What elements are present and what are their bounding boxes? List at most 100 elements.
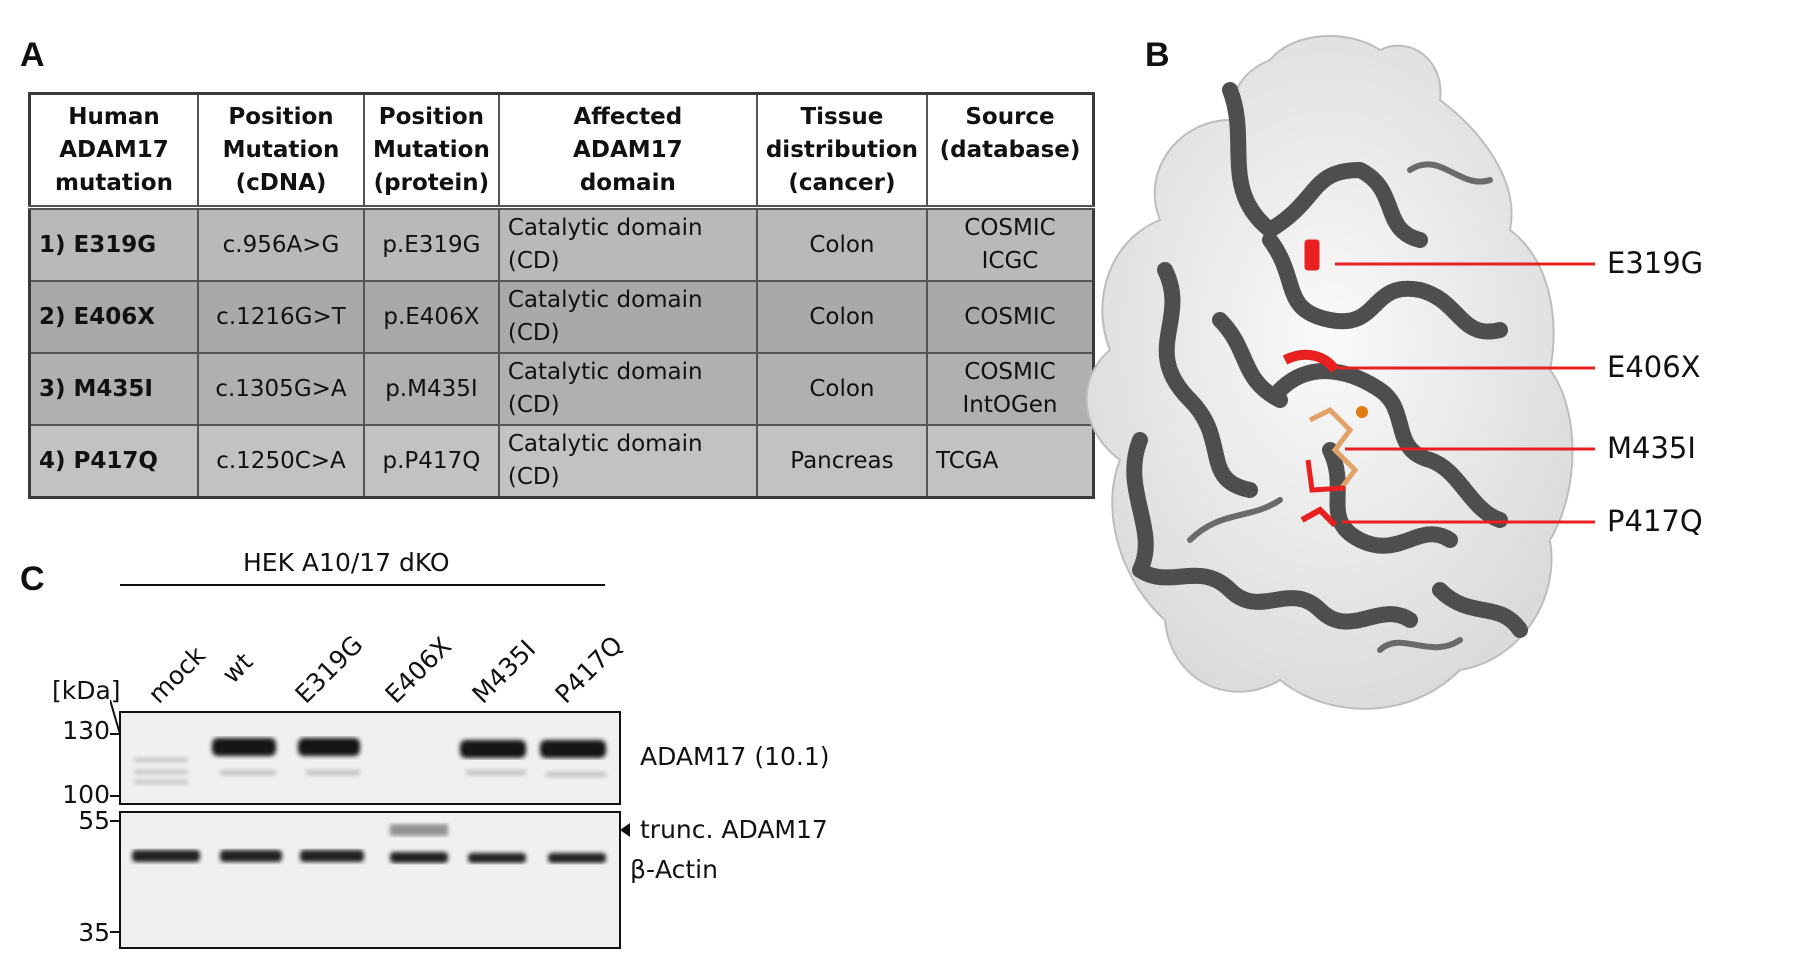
source-line: COSMIC	[964, 359, 1056, 385]
cell-source: TCGA	[926, 424, 1095, 499]
header-text: Human	[68, 104, 160, 130]
cell-cdna: c.1216G>T	[197, 280, 365, 354]
cell-cdna: c.1305G>A	[197, 352, 365, 426]
domain-line: (CD)	[507, 320, 560, 346]
cell-cdna: c.1250C>A	[197, 424, 365, 499]
band-label-adam17: ADAM17 (10.1)	[640, 742, 830, 771]
domain-line: (CD)	[507, 464, 560, 490]
cell-source: COSMIC IntOGen	[926, 352, 1095, 426]
table-row: 4) P417Q c.1250C>A p.P417Q Catalytic dom…	[28, 424, 1095, 499]
mutation-table: Human ADAM17 mutation Position Mutation …	[28, 92, 1095, 499]
cell-line-label: HEK A10/17 dKO	[243, 548, 450, 577]
header-text: Position	[228, 104, 334, 130]
header-text: Affected	[573, 104, 683, 130]
blot-membrane-upper	[119, 711, 621, 805]
header-text: Source	[965, 104, 1055, 130]
header-text: domain	[579, 170, 676, 196]
lane-label-mock: mock	[142, 640, 211, 709]
domain-line: (CD)	[507, 248, 560, 274]
table-header-row: Human ADAM17 mutation Position Mutation …	[28, 92, 1095, 209]
domain-line: Catalytic domain	[507, 431, 703, 457]
header-source: Source (database)	[926, 92, 1095, 209]
actin-bands	[132, 850, 606, 863]
marker-55: 55	[78, 806, 110, 835]
lane-label-m435i: M435I	[466, 634, 542, 709]
header-cdna: Position Mutation (cDNA)	[197, 92, 365, 209]
header-text: ADAM17	[59, 137, 169, 163]
cell-protein: p.M435I	[363, 352, 500, 426]
header-text: (protein)	[373, 170, 490, 196]
header-text: Mutation	[373, 137, 490, 163]
cell-protein: p.P417Q	[363, 424, 500, 499]
source-line: COSMIC	[964, 303, 1056, 330]
cell-mutation: 3) M435I	[28, 352, 199, 426]
band-label-actin: β-Actin	[630, 855, 718, 884]
table-row: 1) E319G c.956A>G p.E319G Catalytic doma…	[28, 206, 1095, 282]
lane-label-e319g: E319G	[289, 629, 369, 709]
cell-source: COSMIC ICGC	[926, 206, 1095, 282]
domain-line: (CD)	[507, 392, 560, 418]
panel-label-c: C	[20, 560, 45, 598]
source-line: TCGA	[936, 447, 999, 474]
table-row: 2) E406X c.1216G>T p.E406X Catalytic dom…	[28, 280, 1095, 354]
cell-domain: Catalytic domain (CD)	[497, 424, 758, 499]
cell-domain: Catalytic domain (CD)	[497, 280, 758, 354]
ligand-sticks	[1308, 406, 1368, 492]
arrowhead-icon	[620, 823, 630, 837]
marker-35: 35	[78, 918, 110, 947]
cell-source: COSMIC	[926, 280, 1095, 354]
kda-unit: [kDa]	[52, 676, 121, 705]
lane-label-p417q: P417Q	[549, 630, 629, 709]
cell-protein: p.E319G	[363, 206, 500, 282]
structure-label-e406x: E406X	[1607, 350, 1701, 384]
header-protein: Position Mutation (protein)	[363, 92, 500, 209]
cell-domain: Catalytic domain (CD)	[497, 352, 758, 426]
cell-domain: Catalytic domain (CD)	[497, 206, 758, 282]
source-line: ICGC	[981, 248, 1039, 274]
cell-mutation: 2) E406X	[28, 280, 199, 354]
adam17-bands	[212, 738, 606, 758]
header-text: distribution	[765, 137, 918, 163]
table-row: 3) M435I c.1305G>A p.M435I Catalytic dom…	[28, 352, 1095, 426]
structure-label-e319g: E319G	[1607, 246, 1704, 280]
cell-mutation: 1) E319G	[28, 206, 199, 282]
loop-strands	[1187, 161, 1493, 653]
domain-line: Catalytic domain	[507, 215, 703, 241]
marker-100: 100	[62, 780, 110, 809]
domain-line: Catalytic domain	[507, 359, 703, 385]
lane-label-e406x: E406X	[379, 631, 458, 709]
structure-label-m435i: M435I	[1607, 431, 1696, 465]
panel-label-a: A	[20, 36, 45, 74]
header-tissue: Tissue distribution (cancer)	[755, 92, 929, 209]
header-text: mutation	[55, 170, 173, 196]
cell-tissue: Pancreas	[755, 424, 929, 499]
cell-protein: p.E406X	[363, 280, 500, 354]
domain-line: Catalytic domain	[507, 287, 703, 313]
western-blot	[110, 700, 621, 949]
cell-cdna: c.956A>G	[197, 206, 365, 282]
cell-mutation: 4) P417Q	[28, 424, 199, 499]
panel-label-b: B	[1145, 36, 1170, 74]
protein-structure-image	[1085, 35, 1595, 710]
label-pointer-lines	[1335, 262, 1595, 524]
header-text: (cancer)	[788, 170, 896, 196]
structure-label-p417q: P417Q	[1607, 504, 1703, 538]
header-mutation: Human ADAM17 mutation	[28, 92, 199, 209]
header-text: Tissue	[800, 104, 884, 130]
source-line: COSMIC	[964, 215, 1056, 241]
lane-label-wt: wt	[216, 647, 259, 689]
cell-tissue: Colon	[755, 280, 929, 354]
cell-tissue: Colon	[755, 352, 929, 426]
source-line: IntOGen	[962, 392, 1058, 418]
truncated-band	[390, 824, 448, 836]
header-text: (cDNA)	[235, 170, 327, 196]
marker-130: 130	[62, 716, 110, 745]
mutation-residues	[1282, 239, 1346, 528]
blot-membrane-lower	[119, 811, 621, 949]
header-text: (database)	[939, 137, 1081, 163]
header-domain: Affected ADAM17 domain	[497, 92, 758, 209]
header-text: ADAM17	[573, 137, 683, 163]
cell-line-underline	[120, 584, 605, 586]
cell-tissue: Colon	[755, 206, 929, 282]
band-label-truncated: trunc. ADAM17	[640, 815, 828, 844]
